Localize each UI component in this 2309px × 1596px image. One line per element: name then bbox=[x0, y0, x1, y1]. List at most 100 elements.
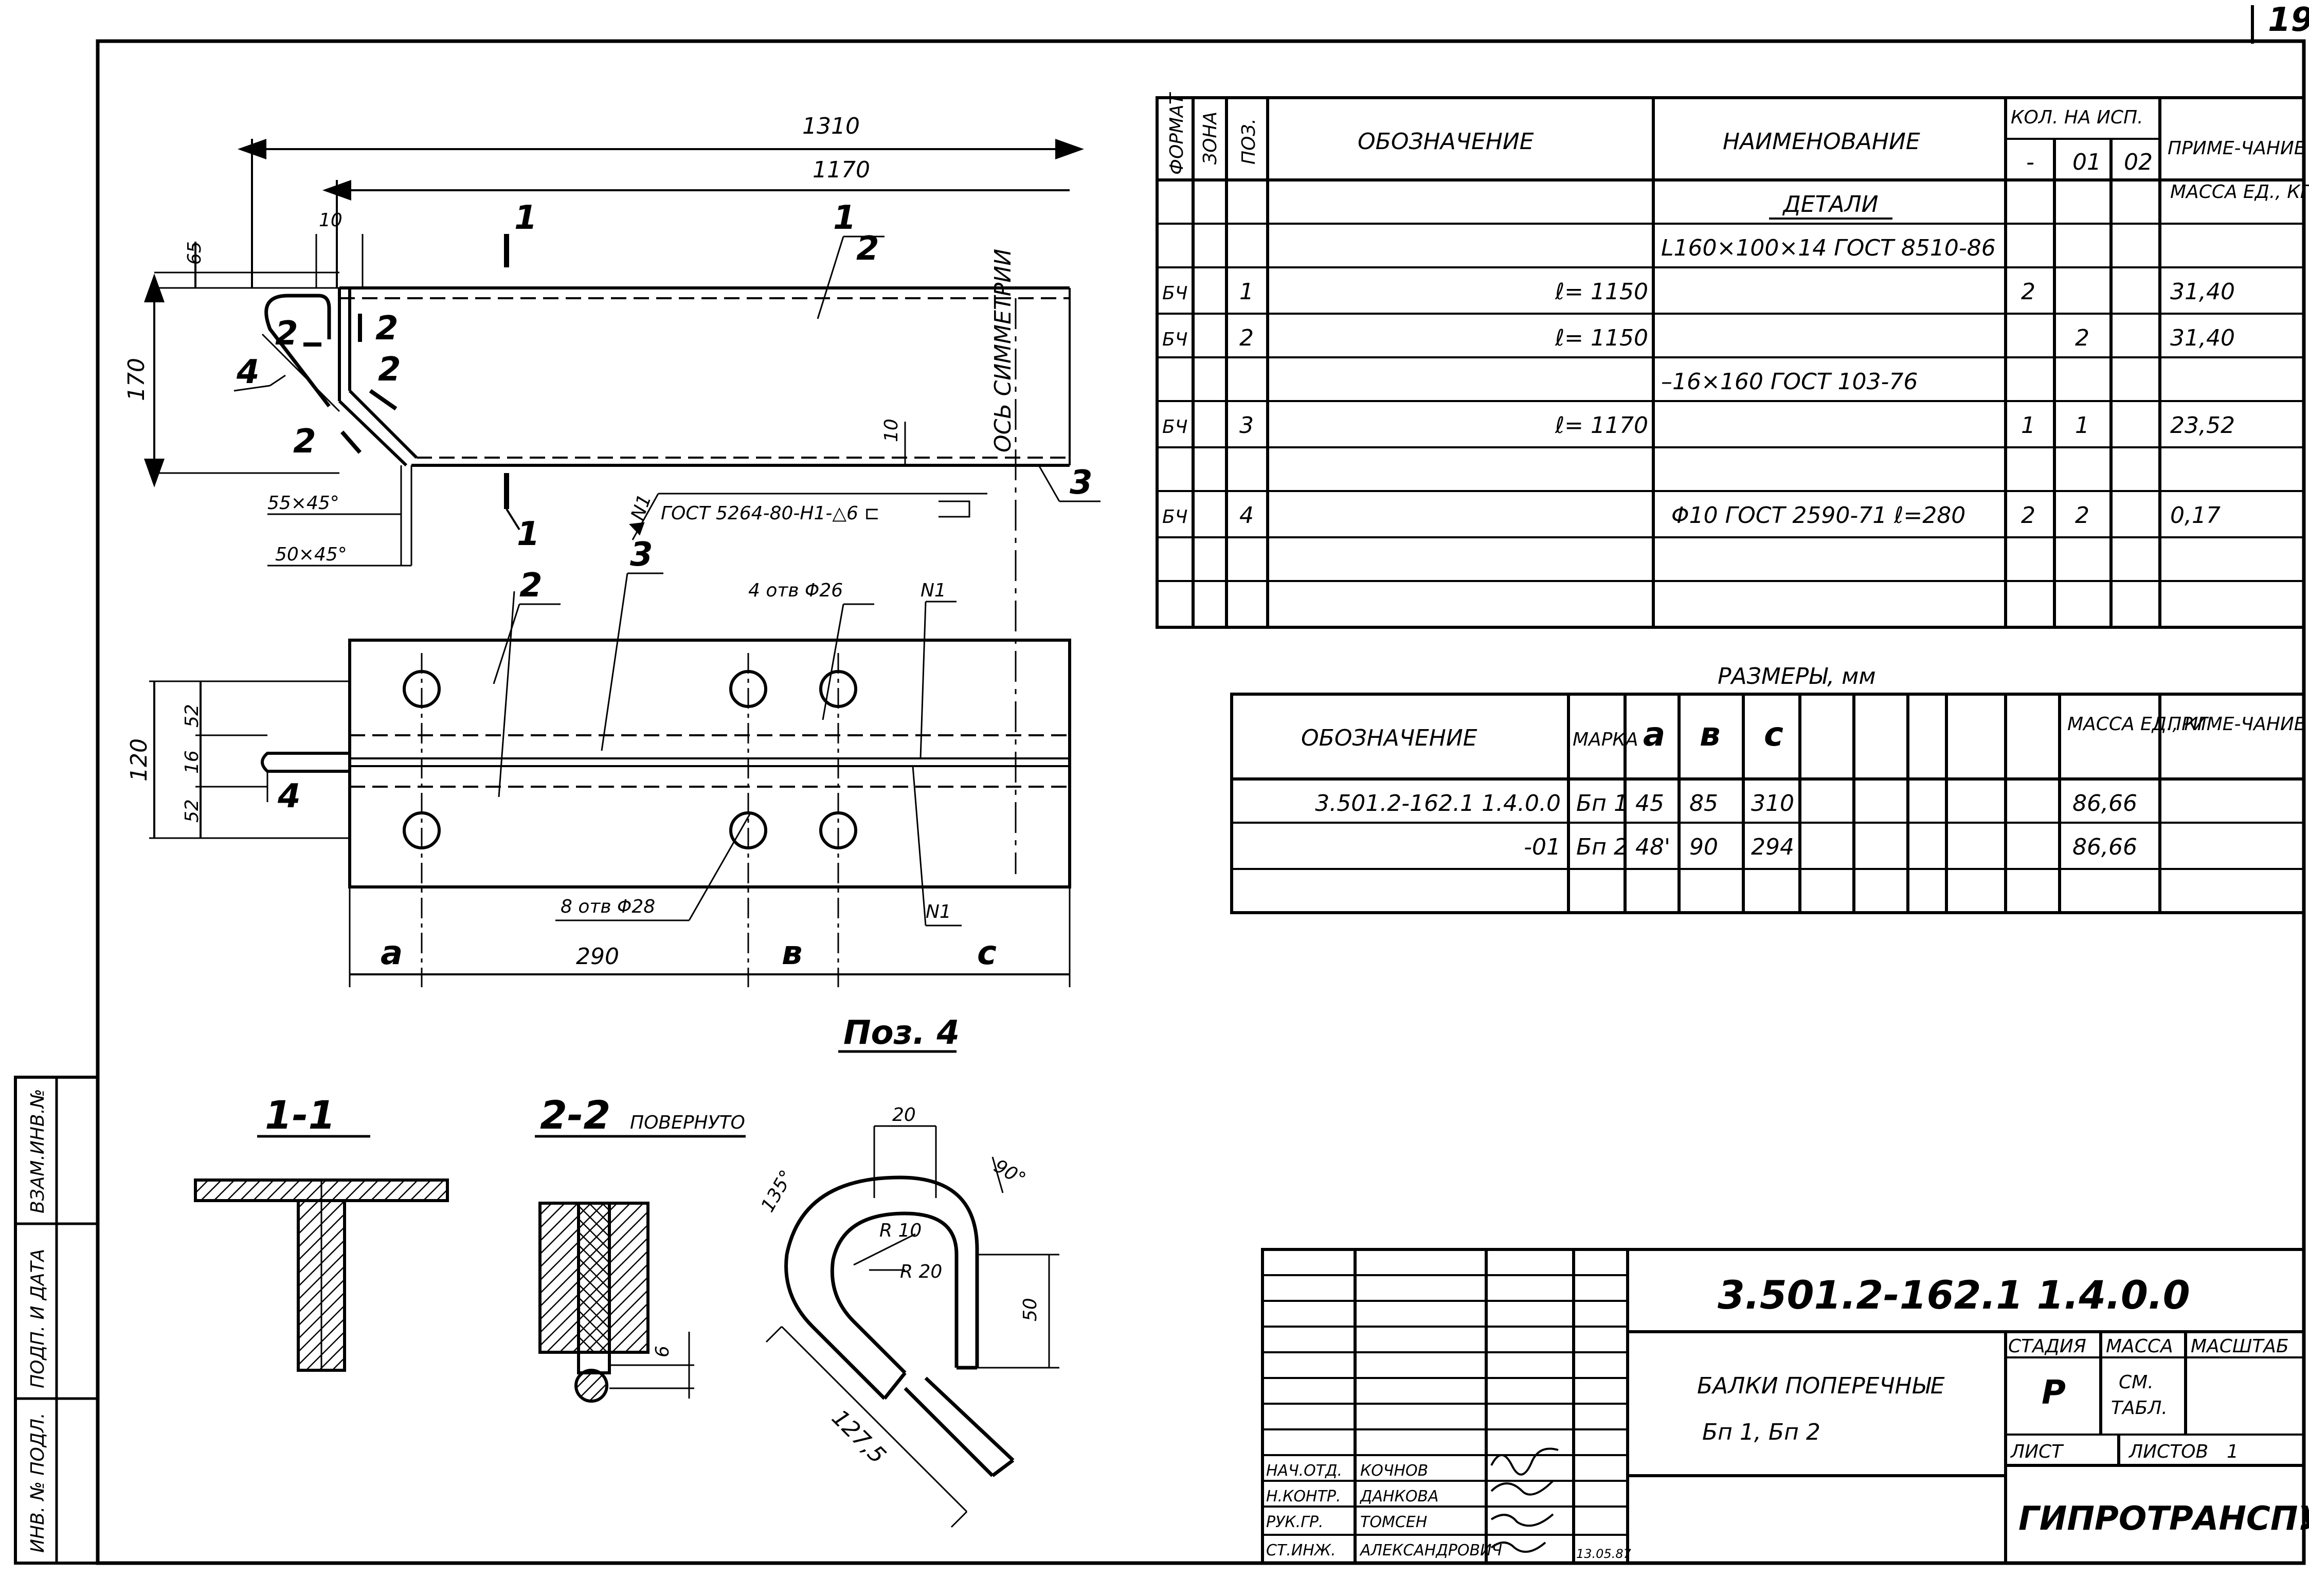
spec-cell-qty-01: 2 bbox=[2075, 502, 2089, 529]
front-view bbox=[144, 139, 1101, 874]
plan-view bbox=[149, 572, 1071, 987]
pos4-hook bbox=[765, 1125, 1059, 1528]
spec-cell-qty-01: 2 bbox=[2075, 325, 2089, 351]
spec-cell-note: 23,52 bbox=[2170, 412, 2235, 439]
svg-text:1: 1 bbox=[517, 515, 540, 553]
svg-text:в: в bbox=[782, 934, 803, 972]
svg-text:10: 10 bbox=[319, 210, 342, 231]
spec-cell-note: 0,17 bbox=[2170, 502, 2221, 529]
spec-cell-format: БЧ bbox=[1162, 329, 1187, 350]
svg-text:ОБОЗНАЧЕНИЕ: ОБОЗНАЧЕНИЕ bbox=[1301, 725, 1477, 751]
side-stamp: ИНВ. № ПОДЛ. ПОДП. И ДАТА ВЗАМ.ИНВ.№ bbox=[14, 1076, 99, 1565]
svg-text:13.05.87: 13.05.87 bbox=[1576, 1547, 1632, 1561]
signer-name: ДАНКОВА bbox=[1359, 1488, 1439, 1506]
svg-text:N1: N1 bbox=[926, 901, 951, 922]
spec-cell-name: ДЕТАЛИ bbox=[1782, 191, 1878, 217]
spec-cell-name: –16×160 ГОСТ 103-76 bbox=[1661, 369, 1918, 395]
svg-text:50×45°: 50×45° bbox=[275, 544, 347, 565]
svg-text:ТАБЛ.: ТАБЛ. bbox=[2111, 1398, 2168, 1419]
section-22-title: 2-2 bbox=[540, 1092, 610, 1138]
section-1-1 bbox=[194, 1135, 449, 1372]
svg-text:20: 20 bbox=[892, 1104, 916, 1126]
svg-text:135°: 135° bbox=[757, 1167, 798, 1216]
spec-cell-pos: 2 bbox=[1239, 325, 1254, 351]
spec-cell-pos: 3 bbox=[1239, 412, 1254, 439]
section-11-title: 1-1 bbox=[265, 1092, 335, 1138]
signatures bbox=[1490, 1447, 1559, 1553]
svg-text:3: 3 bbox=[630, 536, 653, 574]
svg-text:1310: 1310 bbox=[802, 113, 860, 139]
svg-text:ЛИСТ: ЛИСТ bbox=[2010, 1441, 2064, 1462]
spec-table-headers: ФОРМАТ ЗОНА ПОЗ. ОБОЗНАЧЕНИЕ НАИМЕНОВАНИ… bbox=[1166, 92, 2306, 175]
svg-text:N1: N1 bbox=[921, 580, 946, 601]
svg-text:1: 1 bbox=[833, 199, 856, 237]
svg-text:1170: 1170 bbox=[813, 157, 870, 183]
svg-text:R 20: R 20 bbox=[900, 1261, 942, 1282]
svg-text:01: 01 bbox=[2072, 149, 2101, 175]
svg-text:ПРИМЕ-ЧАНИЕ: ПРИМЕ-ЧАНИЕ bbox=[2168, 138, 2306, 159]
signer-role: Н.КОНТР. bbox=[1266, 1488, 1341, 1506]
spec-cell-qty: 2 bbox=[2021, 279, 2035, 305]
title-block bbox=[1261, 1248, 2305, 1565]
svg-text:a: a bbox=[1643, 716, 1665, 754]
spec-cell-note: МАССА ЕД., КГ bbox=[2170, 182, 2309, 203]
svg-text:65: 65 bbox=[184, 241, 205, 265]
svg-text:МАССА ЕД., КГ: МАССА ЕД., КГ bbox=[2067, 714, 2209, 735]
title-block-text: 3.501.2-162.1 1.4.0.0 БАЛКИ ПОПЕРЕЧНЫЕ Б… bbox=[1576, 1272, 2309, 1561]
frame bbox=[96, 39, 2306, 1565]
stamp-inv-orig: ИНВ. № ПОДЛ. bbox=[27, 1412, 48, 1553]
svg-text:КОЛ. НА ИСП.: КОЛ. НА ИСП. bbox=[2011, 107, 2143, 128]
spec-cell-format: БЧ bbox=[1162, 416, 1187, 438]
spec-cell-format: БЧ bbox=[1162, 283, 1187, 304]
svg-text:1: 1 bbox=[2227, 1441, 2239, 1462]
svg-text:16: 16 bbox=[182, 750, 203, 774]
sizes-cell-designation: 3.501.2-162.1 1.4.0.0 bbox=[1315, 790, 1561, 817]
svg-text:6: 6 bbox=[652, 1346, 673, 1357]
sizes-cell-a: 48' bbox=[1635, 834, 1670, 860]
drawing-name-2: Бп 1, Бп 2 bbox=[1702, 1419, 1820, 1445]
svg-text:4: 4 bbox=[236, 353, 260, 391]
signer-role: НАЧ.ОТД. bbox=[1266, 1462, 1342, 1480]
sizes-table bbox=[1230, 693, 2305, 914]
svg-text:19: 19 bbox=[2268, 1, 2309, 39]
svg-text:2: 2 bbox=[293, 423, 316, 461]
signer-name: АЛЕКСАНДРОВИЧ bbox=[1359, 1541, 1502, 1559]
svg-text:90°: 90° bbox=[990, 1155, 1030, 1190]
svg-text:ПРИМЕ-ЧАНИЕ: ПРИМЕ-ЧАНИЕ bbox=[2168, 714, 2306, 735]
svg-text:ОСЬ СИММЕТРИИ: ОСЬ СИММЕТРИИ bbox=[990, 249, 1016, 452]
spec-cell-qty-01: 1 bbox=[2075, 412, 2089, 439]
svg-text:a: a bbox=[381, 934, 403, 972]
svg-text:127,5: 127,5 bbox=[826, 1405, 891, 1469]
spec-cell-name: ℓ= 1150 bbox=[1555, 325, 1648, 351]
pos4-labels: 20 90° 135° R 10 R 20 50 127,5 bbox=[757, 1104, 1041, 1469]
svg-text:2: 2 bbox=[519, 567, 543, 605]
sizes-table-headers: ОБОЗНАЧЕНИЕ МАРКА a в c МАССА ЕД., КГ ПР… bbox=[1301, 714, 2306, 754]
sheet-number: 19 bbox=[2251, 1, 2309, 44]
svg-text:170: 170 bbox=[123, 358, 150, 401]
svg-text:ПОЗ.: ПОЗ. bbox=[1238, 118, 1259, 165]
svg-text:10: 10 bbox=[881, 419, 902, 442]
title-block-signers: НАЧ.ОТД.КОЧНОВН.КОНТР.ДАНКОВАРУК.ГР.ТОМС… bbox=[1266, 1462, 1502, 1559]
svg-text:НАИМЕНОВАНИЕ: НАИМЕНОВАНИЕ bbox=[1723, 129, 1920, 155]
svg-text:ГОСТ 5264-80-Н1-△6 ⊏: ГОСТ 5264-80-Н1-△6 ⊏ bbox=[661, 503, 880, 524]
svg-text:в: в bbox=[1700, 716, 1721, 754]
svg-text:2: 2 bbox=[378, 351, 401, 389]
section-2-2 bbox=[535, 1135, 746, 1403]
stamp-sign-date: ПОДП. И ДАТА bbox=[27, 1249, 48, 1388]
svg-text:Р: Р bbox=[2042, 1374, 2066, 1412]
svg-text:СТАДИЯ: СТАДИЯ bbox=[2008, 1336, 2086, 1357]
svg-text:50: 50 bbox=[1020, 1298, 1041, 1321]
sizes-cell-mark: Бп 1 bbox=[1576, 790, 1628, 817]
front-view-labels: 1310 1170 65 10 170 10 55×45° 50×45° ОСЬ… bbox=[123, 113, 1093, 565]
stamp-inv-replace: ВЗАМ.ИНВ.№ bbox=[27, 1089, 48, 1214]
svg-text:52: 52 bbox=[182, 799, 203, 823]
svg-text:R 10: R 10 bbox=[879, 1220, 922, 1241]
signer-role: СТ.ИНЖ. bbox=[1266, 1541, 1336, 1559]
sizes-cell-b: 90 bbox=[1689, 834, 1718, 860]
svg-text:52: 52 bbox=[182, 704, 203, 728]
plan-view-labels: 4 отв Φ26 8 отв Φ28 N1 N1 120 52 16 52 a… bbox=[126, 536, 997, 972]
sizes-cell-mass: 86,66 bbox=[2072, 790, 2137, 817]
svg-text:МАРКА: МАРКА bbox=[1573, 729, 1638, 750]
